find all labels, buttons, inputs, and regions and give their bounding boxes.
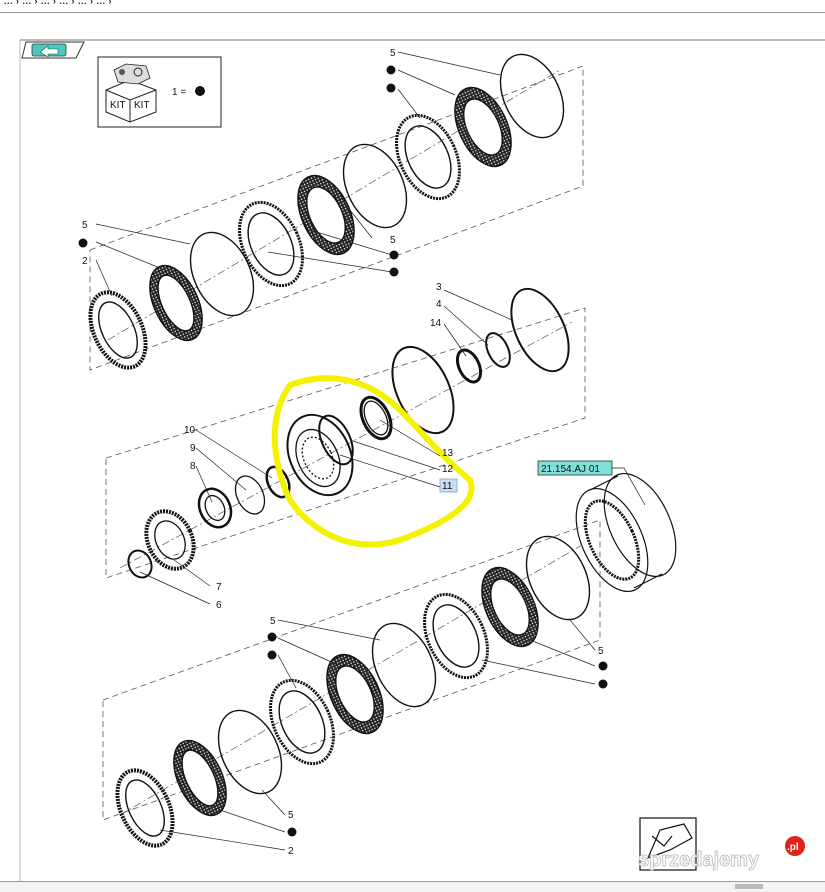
callout-upper-bullet-5 <box>389 267 399 277</box>
callout-mid-6: 6 <box>216 600 222 611</box>
kit-bullet-icon <box>195 86 205 96</box>
upper-clutch-pack: 5 5 2 5 <box>78 48 584 371</box>
callout-lower-5b: 5 <box>598 646 604 657</box>
watermark-text: sprzedajemy <box>638 849 760 871</box>
callout-mid-11-highlight <box>439 478 458 493</box>
callout-upper-bullet-4 <box>389 250 399 260</box>
callout-upper-bullet-3 <box>78 238 88 248</box>
callout-mid-10: 10 <box>184 425 196 436</box>
callout-lower-2: 2 <box>288 846 294 857</box>
callout-lower-5a: 5 <box>270 616 276 627</box>
scrollbar-thumb[interactable] <box>735 884 763 889</box>
reference-tag-text: 21.154.AJ 01 <box>541 464 600 475</box>
next-page-button[interactable] <box>639 817 697 871</box>
kit-box-label-2: KIT <box>134 100 150 111</box>
callout-upper-5c: 5 <box>390 235 396 246</box>
callout-lower-bullet-1 <box>267 632 277 642</box>
kit-box-icon: KIT KIT <box>105 63 157 123</box>
callout-mid-14: 14 <box>430 318 442 329</box>
callout-mid-7: 7 <box>216 582 222 593</box>
kit-box-label-1: KIT <box>110 100 126 111</box>
kit-legend-text: 1 = <box>172 87 186 98</box>
callout-mid-3: 3 <box>436 282 442 293</box>
callout-upper-5b: 5 <box>82 220 88 231</box>
callout-mid-11[interactable]: 11 <box>442 481 453 492</box>
callout-mid-8: 8 <box>190 461 196 472</box>
drum-housing <box>575 472 677 593</box>
lower-clutch-pack: 5 5 5 2 <box>102 519 608 857</box>
next-page-icon <box>646 823 693 860</box>
watermark-badge <box>785 836 805 856</box>
watermark: sprzedajemy .pl <box>638 836 805 871</box>
breadcrumb[interactable]: ... › ... › ... › ... › ... › ... › <box>4 0 112 6</box>
callout-upper-bullet-1 <box>386 65 396 75</box>
back-arrow-icon <box>39 45 59 58</box>
callout-upper-bullet-2 <box>386 83 396 93</box>
callout-lower-bullet-4 <box>598 679 608 689</box>
horizontal-scrollbar[interactable] <box>0 881 825 892</box>
callout-upper-2: 2 <box>82 256 88 267</box>
middle-hub-assembly: 3 4 14 13 12 11 10 9 8 7 6 <box>105 282 586 611</box>
callout-mid-13: 13 <box>442 448 454 459</box>
reference-tag-21-154[interactable]: 21.154.AJ 01 <box>537 460 646 506</box>
callout-lower-bullet-5 <box>287 827 297 837</box>
callout-mid-12: 12 <box>442 464 454 475</box>
callout-mid-4: 4 <box>436 299 442 310</box>
callout-lower-bullet-3 <box>598 661 608 671</box>
kit-legend: KIT KIT 1 = <box>97 56 222 128</box>
callout-lower-5c: 5 <box>288 810 294 821</box>
callout-lower-bullet-2 <box>267 650 277 660</box>
breadcrumb-bar: ... › ... › ... › ... › ... › ... › <box>0 0 825 13</box>
callout-upper-5a: 5 <box>390 48 396 59</box>
callout-mid-9: 9 <box>190 443 196 454</box>
watermark-badge-text: .pl <box>787 842 799 853</box>
back-button[interactable] <box>21 41 85 59</box>
highlight-marker <box>271 375 475 548</box>
